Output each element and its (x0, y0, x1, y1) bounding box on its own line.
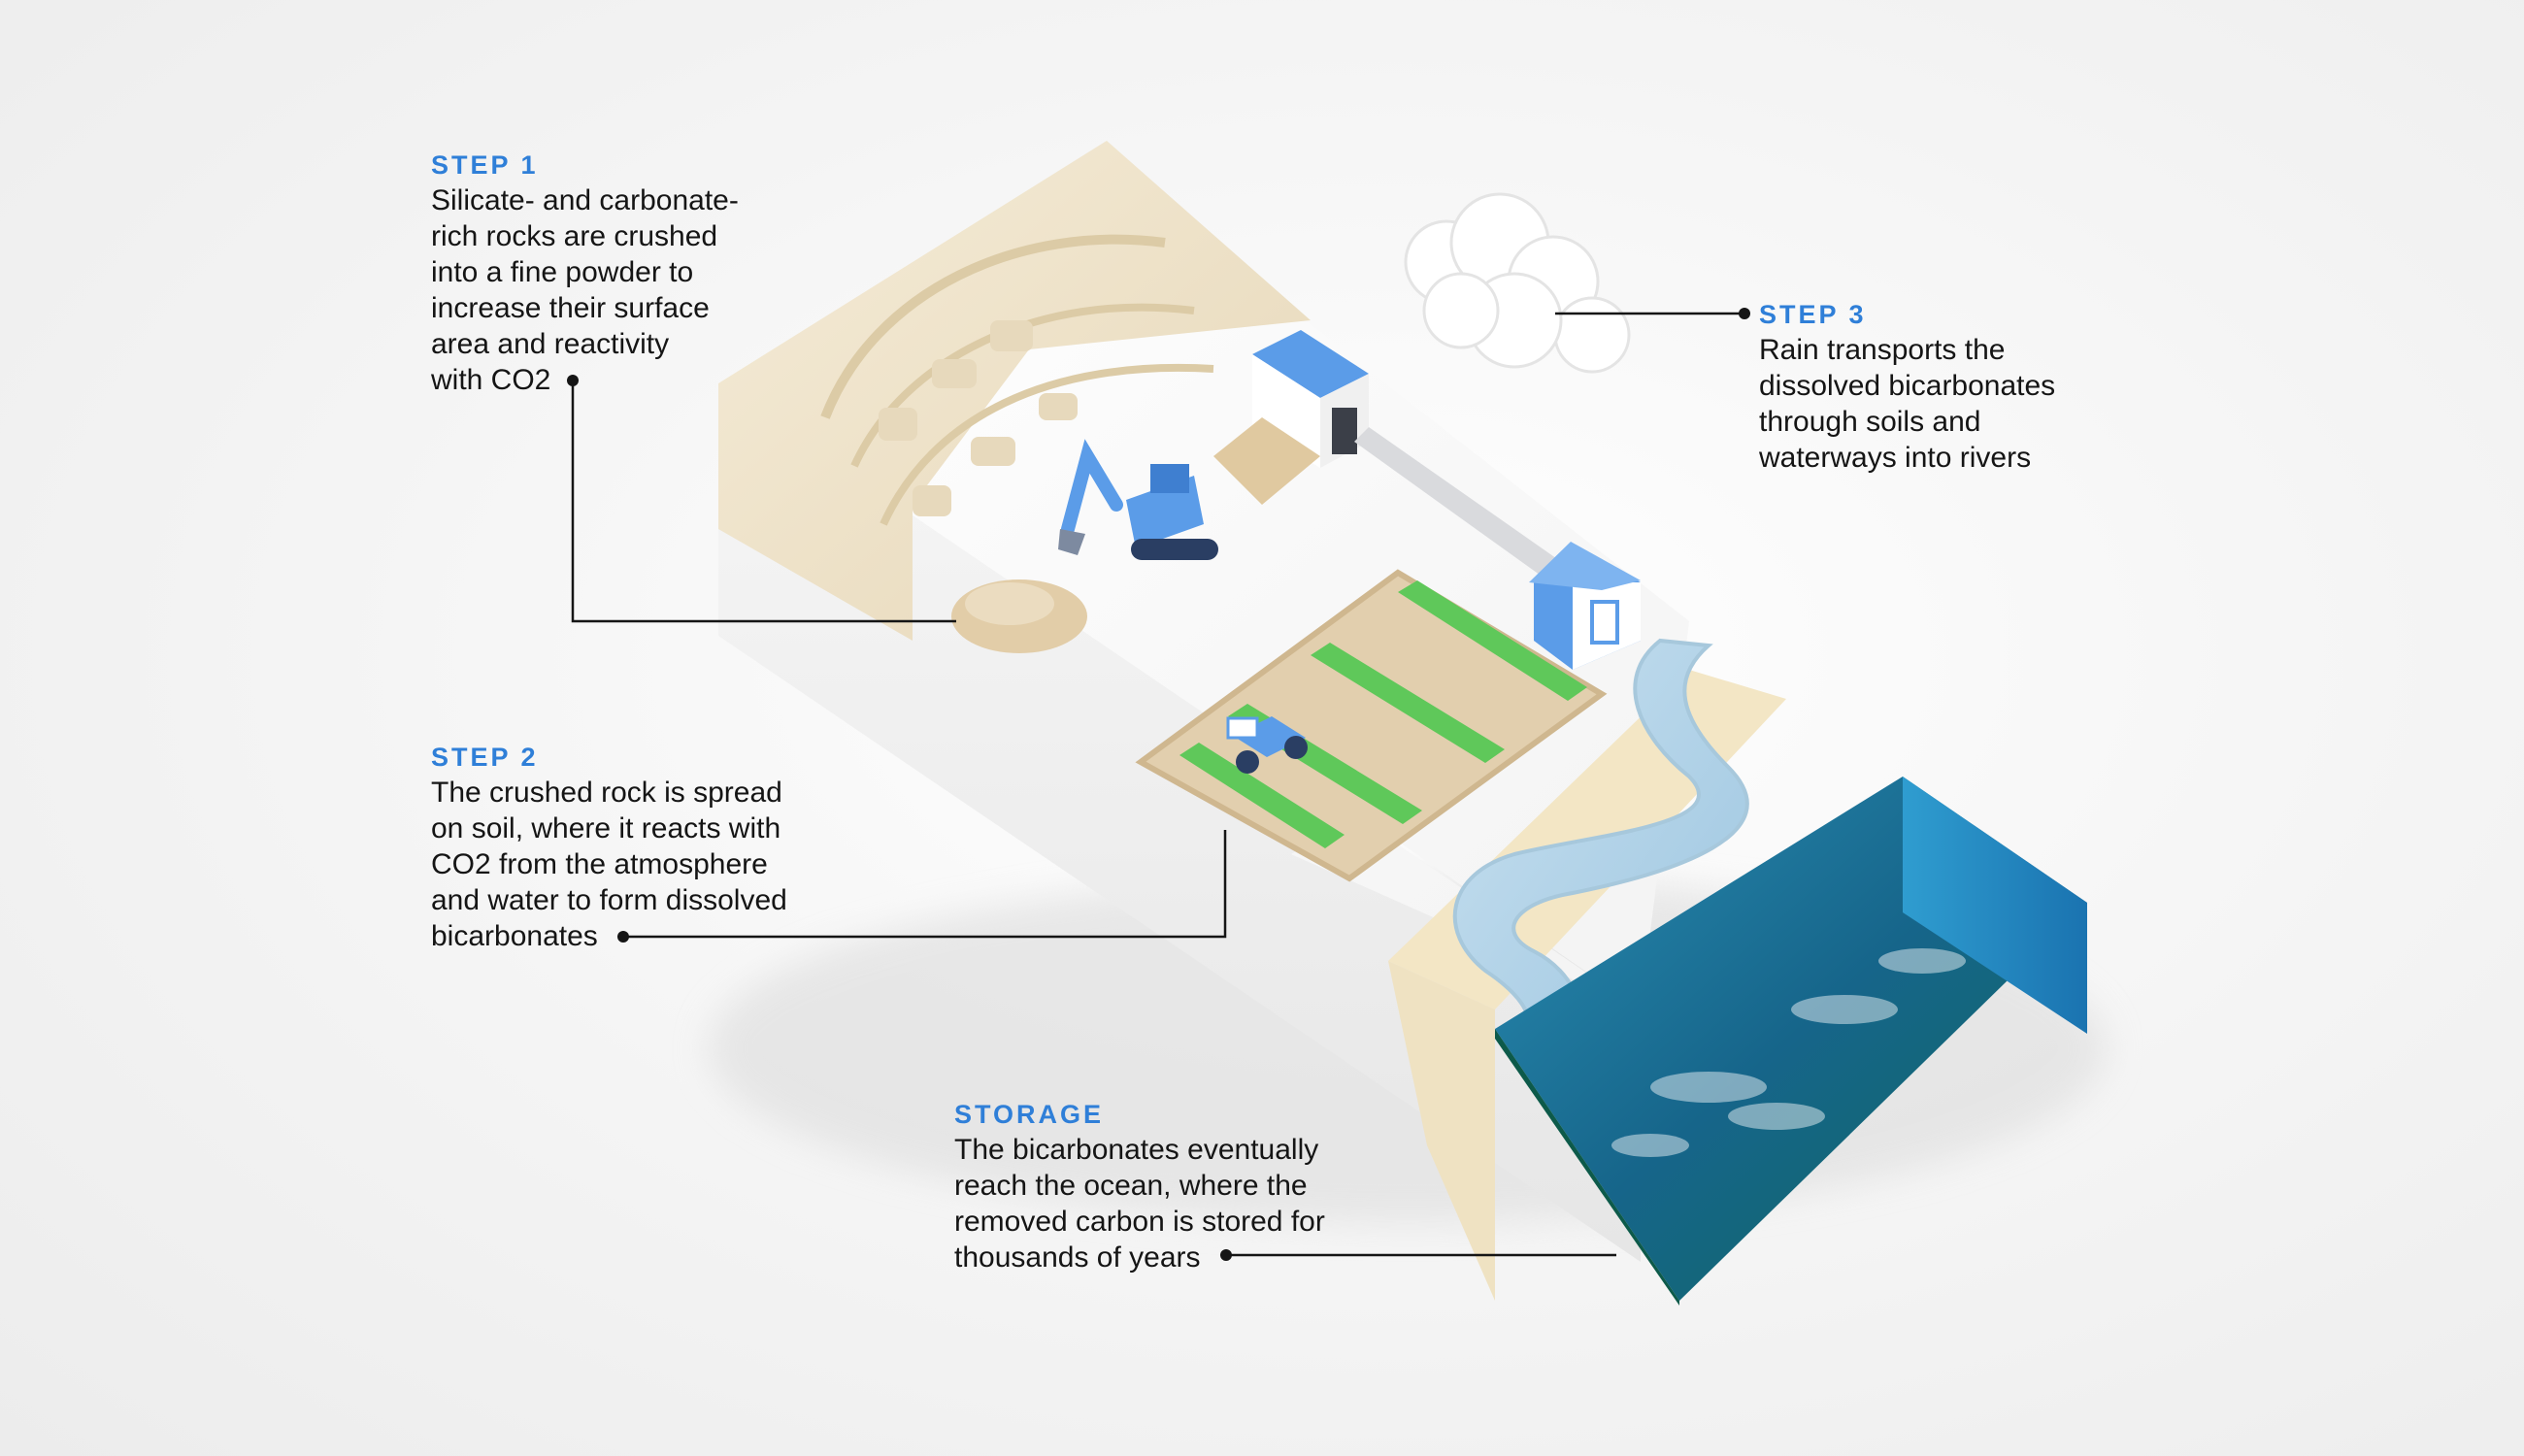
rock-quarry (718, 141, 1311, 641)
step2-label: STEP 2 (431, 743, 539, 772)
step3-text: Rain transports the dissolved bicarbonat… (1759, 334, 2056, 474)
step2-callout: STEP 2 The crushed rock is spread on soi… (431, 740, 848, 954)
cloud-icon (1404, 192, 1631, 374)
excavator-icon (1058, 439, 1218, 560)
step1-text: Silicate- and carbonate- rich rocks are … (431, 184, 739, 396)
storage-label: STORAGE (954, 1100, 1105, 1129)
step3-label: STEP 3 (1759, 300, 1867, 329)
storage-callout: STORAGE The bicarbonates eventually reac… (954, 1097, 1372, 1275)
leader-lines (567, 308, 1750, 1261)
step3-callout: STEP 3 Rain transports the dissolved bic… (1759, 297, 2128, 476)
step1-leader (571, 381, 956, 623)
step1-label: STEP 1 (431, 150, 539, 180)
step2-leader (623, 830, 1227, 939)
step2-text: The crushed rock is spread on soil, wher… (431, 777, 787, 952)
storage-text: The bicarbonates eventually reach the oc… (954, 1134, 1325, 1274)
farm-field (1135, 569, 1608, 882)
crop-rows (1179, 580, 1587, 848)
ocean (1495, 777, 2087, 1306)
tractor-icon (1226, 716, 1308, 774)
barn-icon (1529, 542, 1641, 670)
step1-callout: STEP 1 Silicate- and carbonate- rich roc… (431, 148, 800, 398)
crusher-building-icon (1213, 330, 1563, 578)
